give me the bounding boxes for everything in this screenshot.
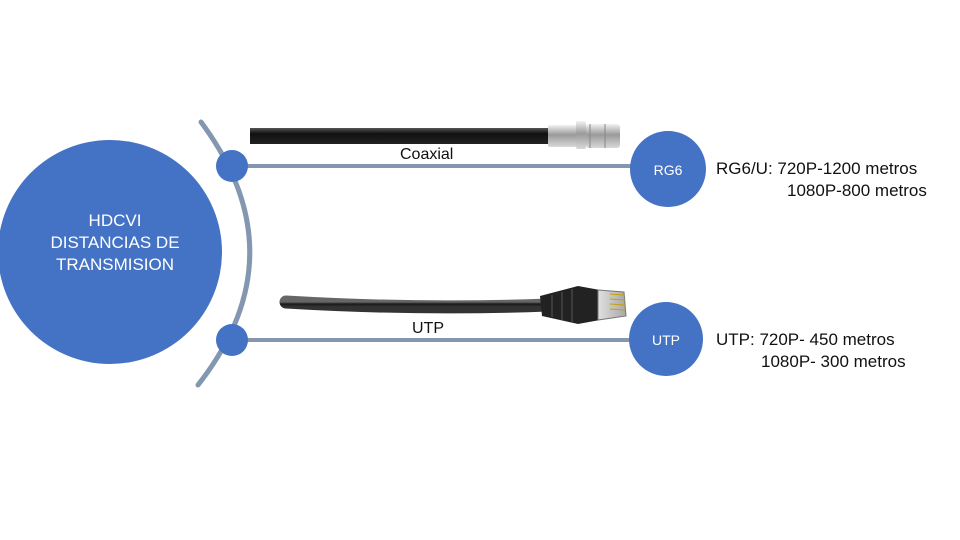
rg6-spec-line2: 1080P-800 metros (787, 181, 927, 200)
main-title-line1: HDCVI (88, 211, 142, 230)
utp-cable-icon (279, 286, 627, 324)
utp-cable-label: UTP (412, 320, 444, 337)
utp-spec-line1: UTP: 720P- 450 metros (716, 330, 895, 349)
main-title-line2: DISTANCIAS DE (50, 233, 180, 252)
coaxial-label: Coaxial (400, 146, 454, 163)
main-circle-label: HDCVI DISTANCIAS DE TRANSMISION (0, 210, 230, 276)
utp-junction-dot (216, 324, 248, 356)
rg6-spec-line1: RG6/U: 720P-1200 metros (716, 159, 918, 178)
utp-node-label: UTP (652, 332, 680, 348)
coax-junction-dot (216, 150, 248, 182)
main-circle (0, 140, 222, 364)
utp-spec-line2: 1080P- 300 metros (761, 352, 906, 371)
main-title-line3: TRANSMISION (55, 255, 175, 274)
utp-spec: UTP: 720P- 450 metros 1080P- 300 metros (716, 329, 906, 373)
rg6-spec: RG6/U: 720P-1200 metros 1080P-800 metros (716, 158, 927, 202)
coaxial-cable-icon (250, 121, 620, 149)
rg6-node (630, 131, 706, 207)
utp-node (629, 302, 703, 376)
rg6-node-label: RG6 (653, 162, 683, 178)
